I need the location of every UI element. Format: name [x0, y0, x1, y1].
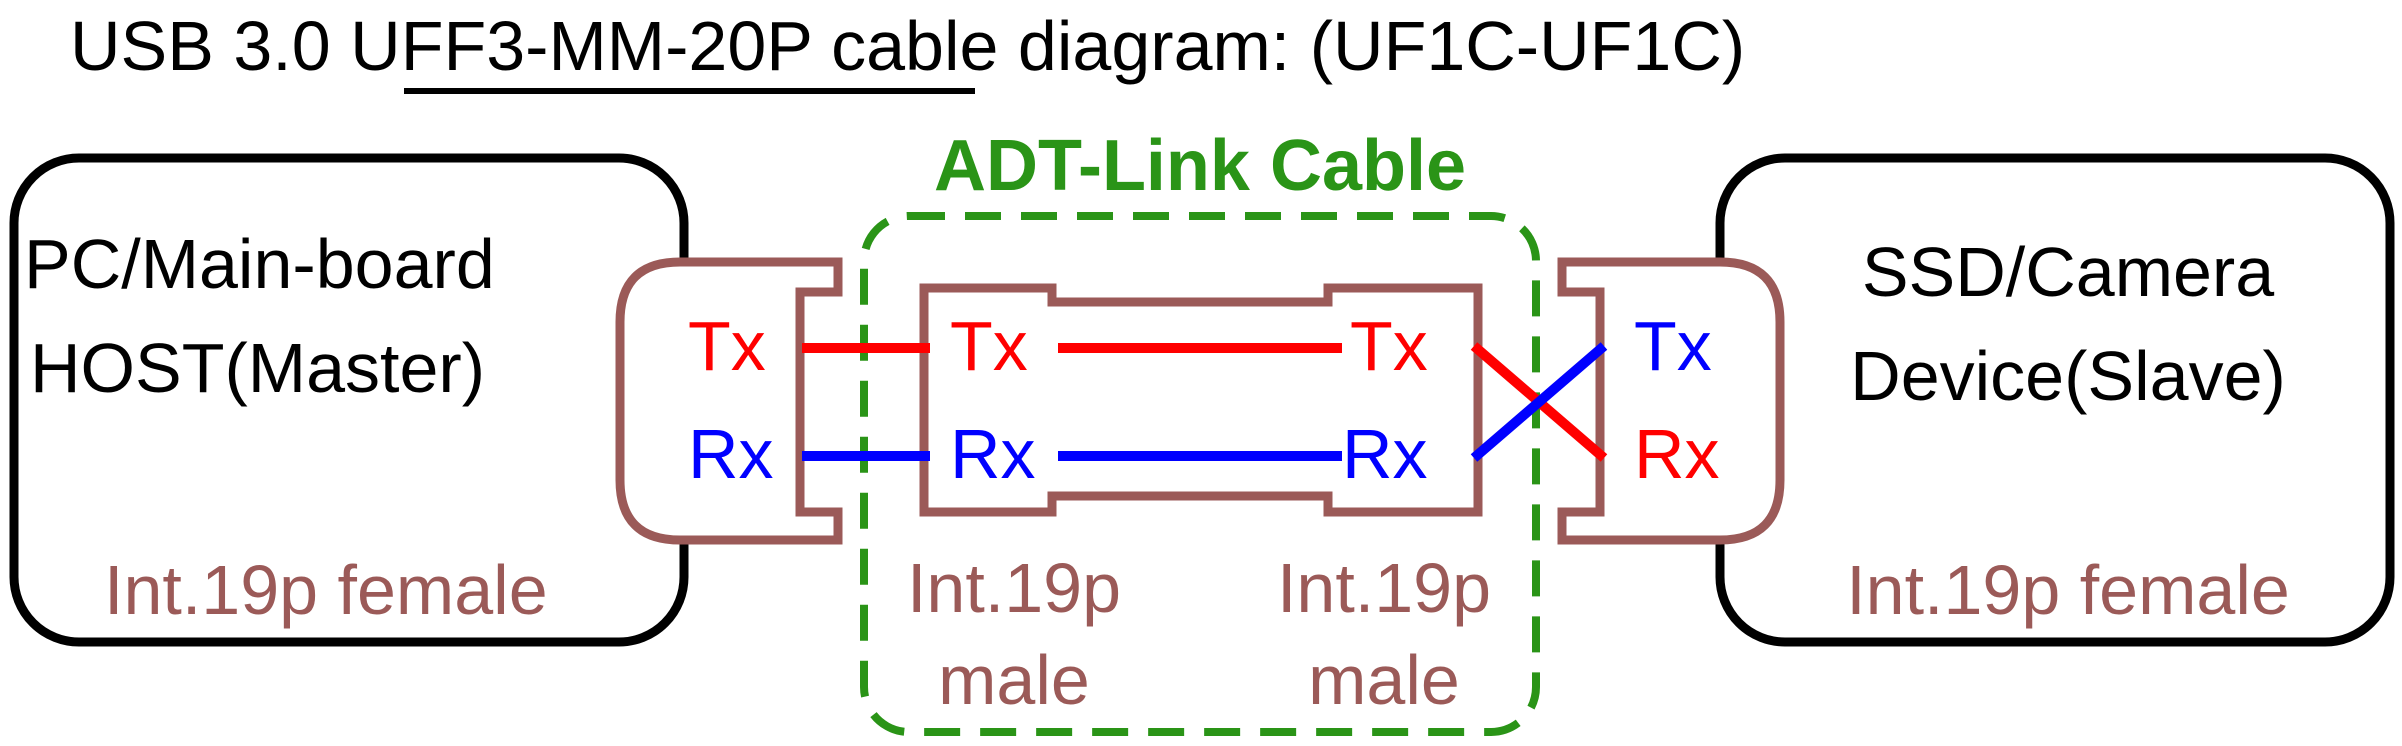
device-name-line1: SSD/Camera — [1862, 233, 2274, 311]
host-tx-label: Tx — [688, 307, 766, 385]
cable-left-tx-label: Tx — [950, 307, 1028, 385]
host-name-line2: HOST(Master) — [30, 329, 485, 407]
title-prefix: USB 3.0 — [70, 7, 350, 85]
host-rx-label: Rx — [688, 415, 774, 493]
cable-right-connector-line2: male — [1308, 641, 1460, 719]
host-female-connector — [615, 257, 843, 545]
title-suffix: cable diagram: (UF1C-UF1C) — [812, 7, 1746, 85]
cable-right-rx-label: Rx — [1342, 415, 1428, 493]
cable-label: ADT-Link Cable — [934, 126, 1466, 206]
device-tx-label: Tx — [1634, 307, 1712, 385]
cable-enclosure — [860, 212, 1540, 736]
cable-right-tx-label: Tx — [1350, 307, 1428, 385]
host-name-line1: PC/Main-board — [24, 225, 495, 303]
title-model: UFF3-MM-20P — [350, 7, 812, 85]
device-connector-label: Int.19p female — [1846, 551, 2290, 629]
host-connector-label: Int.19p female — [104, 551, 548, 629]
cable-left-connector-line2: male — [938, 641, 1090, 719]
rx-crossover-wire — [1470, 342, 1608, 462]
cable-left-rx-label: Rx — [950, 415, 1036, 493]
device-name-line2: Device(Slave) — [1850, 337, 2286, 415]
device-rx-label: Rx — [1634, 415, 1720, 493]
device-female-connector — [1557, 257, 1785, 545]
diagram-title: USB 3.0 UFF3-MM-20P cable diagram: (UF1C… — [70, 7, 1745, 85]
cable-right-connector-line1: Int.19p — [1277, 549, 1491, 627]
cable-left-connector-line1: Int.19p — [907, 549, 1121, 627]
